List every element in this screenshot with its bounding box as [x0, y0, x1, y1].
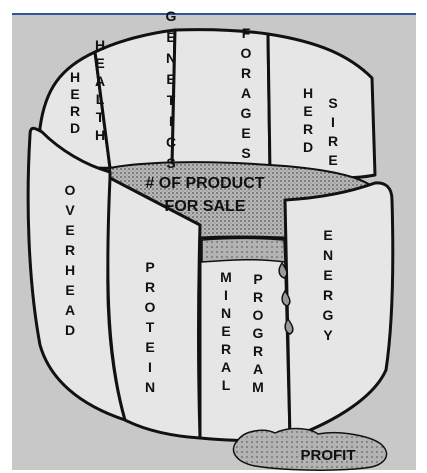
product-label-line1: # OF PRODUCT — [145, 175, 264, 192]
profit-label: PROFIT — [301, 447, 356, 464]
stave-mineral-program — [200, 237, 290, 441]
product-label-line2: FOR SALE — [165, 198, 246, 215]
stave-genetics — [95, 30, 175, 168]
stave-forages — [172, 30, 270, 172]
liquid-level — [202, 239, 285, 263]
